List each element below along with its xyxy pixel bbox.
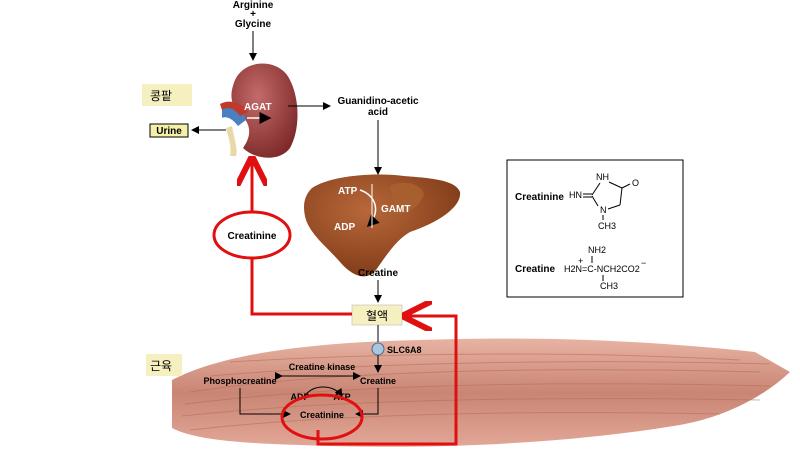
muscle-creatine-label: Creatine (360, 376, 396, 386)
creatinine-n: N (600, 205, 607, 215)
creatine-ch3: CH3 (600, 281, 618, 291)
creatinine-ch3: CH3 (598, 221, 616, 231)
kidney-label-bg (142, 84, 192, 106)
muscle-illustration (172, 338, 790, 447)
creatine-bonds (591, 256, 604, 281)
liver-enzyme-label: GAMT (381, 204, 410, 215)
creatinine-nh: NH (596, 172, 609, 182)
slc6a8-transporter-icon (371, 342, 385, 356)
creatinine-circled-label: Creatinine (228, 231, 277, 242)
muscle-creatinine-label: Creatinine (300, 410, 344, 420)
creatine-nh2: NH2 (588, 245, 606, 255)
creatine-formula: H2N=C-NCH2CO2 (564, 264, 640, 274)
creatinine-blood-circle (212, 210, 292, 260)
creatinine-muscle-circle (280, 393, 364, 441)
gaa-label-line1: Guanidino-acetic (337, 96, 419, 107)
input-arginine: Arginine (233, 0, 274, 11)
creatine-to-creatinine-arrow (355, 388, 379, 418)
blood-label: 혈액 (366, 309, 388, 323)
creatine-kinase-label: Creatine kinase (289, 362, 356, 372)
gaa-label-line2: acid (368, 107, 388, 118)
structure-creatine-name: Creatine (515, 264, 555, 275)
creatine-charge: − (641, 258, 646, 268)
urine-label: Urine (156, 126, 182, 137)
liver-atp-label: ATP (338, 186, 358, 197)
input-plus: + (250, 9, 256, 20)
creatinine-o: O (632, 178, 639, 188)
liver-output-creatine: Creatine (358, 268, 398, 279)
kidney-enzyme-label: AGAT (244, 102, 272, 113)
kidney-illustration (220, 63, 298, 158)
adp-atp-curved-arrow (304, 386, 343, 397)
transporter-label: SLC6A8 (387, 345, 422, 355)
structure-creatinine-name: Creatinine (515, 192, 564, 203)
creatinine-hn: HN (569, 190, 582, 200)
creatine-plus: + (578, 256, 583, 266)
liver-adp-label: ADP (334, 222, 355, 233)
urine-box (149, 123, 189, 138)
phosphocreatine-to-creatinine-arrow (239, 388, 291, 418)
phosphocreatine-label: Phosphocreatine (203, 376, 276, 386)
muscle-label: 근육 (150, 359, 172, 373)
red-arrow-muscle-to-blood (316, 316, 458, 446)
liver-illustration (304, 174, 461, 277)
creatinine-ring-bonds (583, 181, 631, 220)
muscle-label-bg (146, 354, 182, 376)
kidney-label: 콩팥 (150, 89, 172, 103)
liver-atp-adp-arrow (359, 189, 380, 228)
structure-box (506, 159, 684, 298)
input-glycine: Glycine (235, 19, 272, 30)
red-highlight-pathway (212, 162, 458, 446)
